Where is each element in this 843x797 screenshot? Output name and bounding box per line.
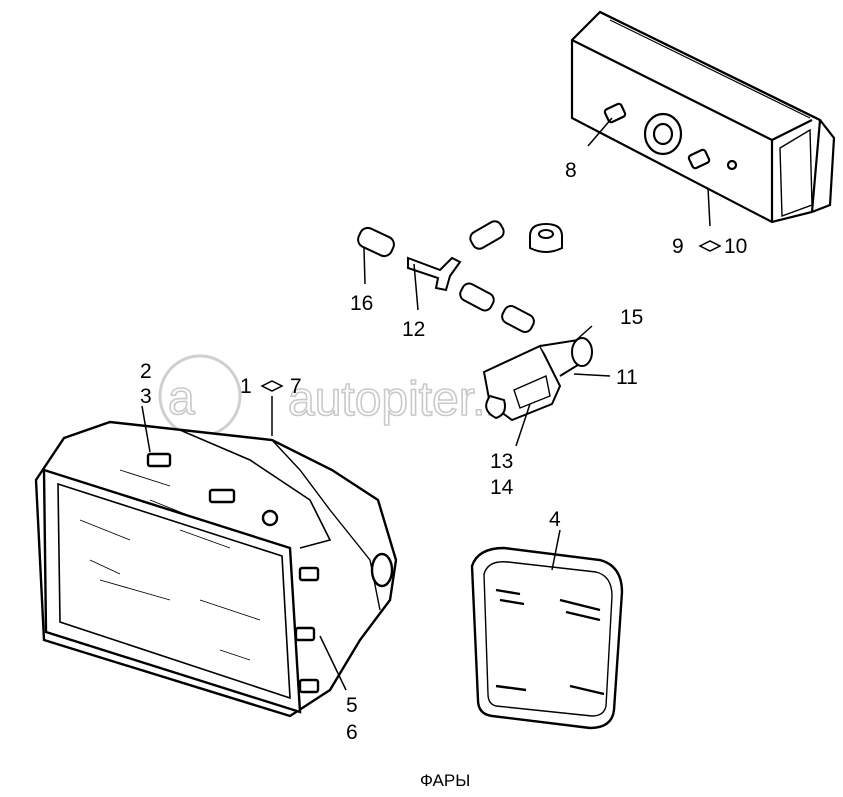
- range-diamond-9-10: [698, 240, 722, 252]
- watermark: a autopiter.ru: [158, 354, 529, 438]
- range-diamond-1-7: [260, 380, 284, 392]
- leader-lines: [141, 117, 711, 691]
- part-16-sleeve: [357, 226, 395, 258]
- callout-4: 4: [549, 508, 561, 531]
- callout-14: 14: [490, 476, 514, 499]
- callout-3: 3: [140, 385, 152, 408]
- callout-13: 13: [490, 450, 513, 473]
- hose-lower: [501, 305, 535, 333]
- corner-lamp-lens: [470, 546, 624, 730]
- callout-11: 11: [616, 366, 638, 389]
- headlamp: [34, 420, 398, 718]
- callout-12: 12: [402, 318, 425, 341]
- figure-caption: ФАРЫ: [420, 771, 470, 790]
- callout-6: 6: [346, 721, 358, 744]
- washer-fittings: [357, 220, 563, 333]
- hose-middle: [459, 282, 495, 312]
- callout-16: 16: [350, 292, 373, 315]
- nozzle-assembly: [482, 337, 593, 422]
- callout-7: 7: [290, 375, 302, 398]
- callout-15: 15: [620, 306, 643, 329]
- watermark-a-glyph: a: [168, 372, 195, 425]
- hose-upper: [469, 220, 505, 250]
- callout-2: 2: [140, 360, 152, 383]
- callout-9: 9: [672, 235, 684, 258]
- callout-10: 10: [724, 235, 747, 258]
- callout-5: 5: [346, 694, 358, 717]
- rear-lamp-housing: [570, 10, 836, 224]
- callout-1: 1: [240, 375, 252, 398]
- part-12-tee-connector: [407, 256, 462, 292]
- callout-8: 8: [565, 159, 577, 182]
